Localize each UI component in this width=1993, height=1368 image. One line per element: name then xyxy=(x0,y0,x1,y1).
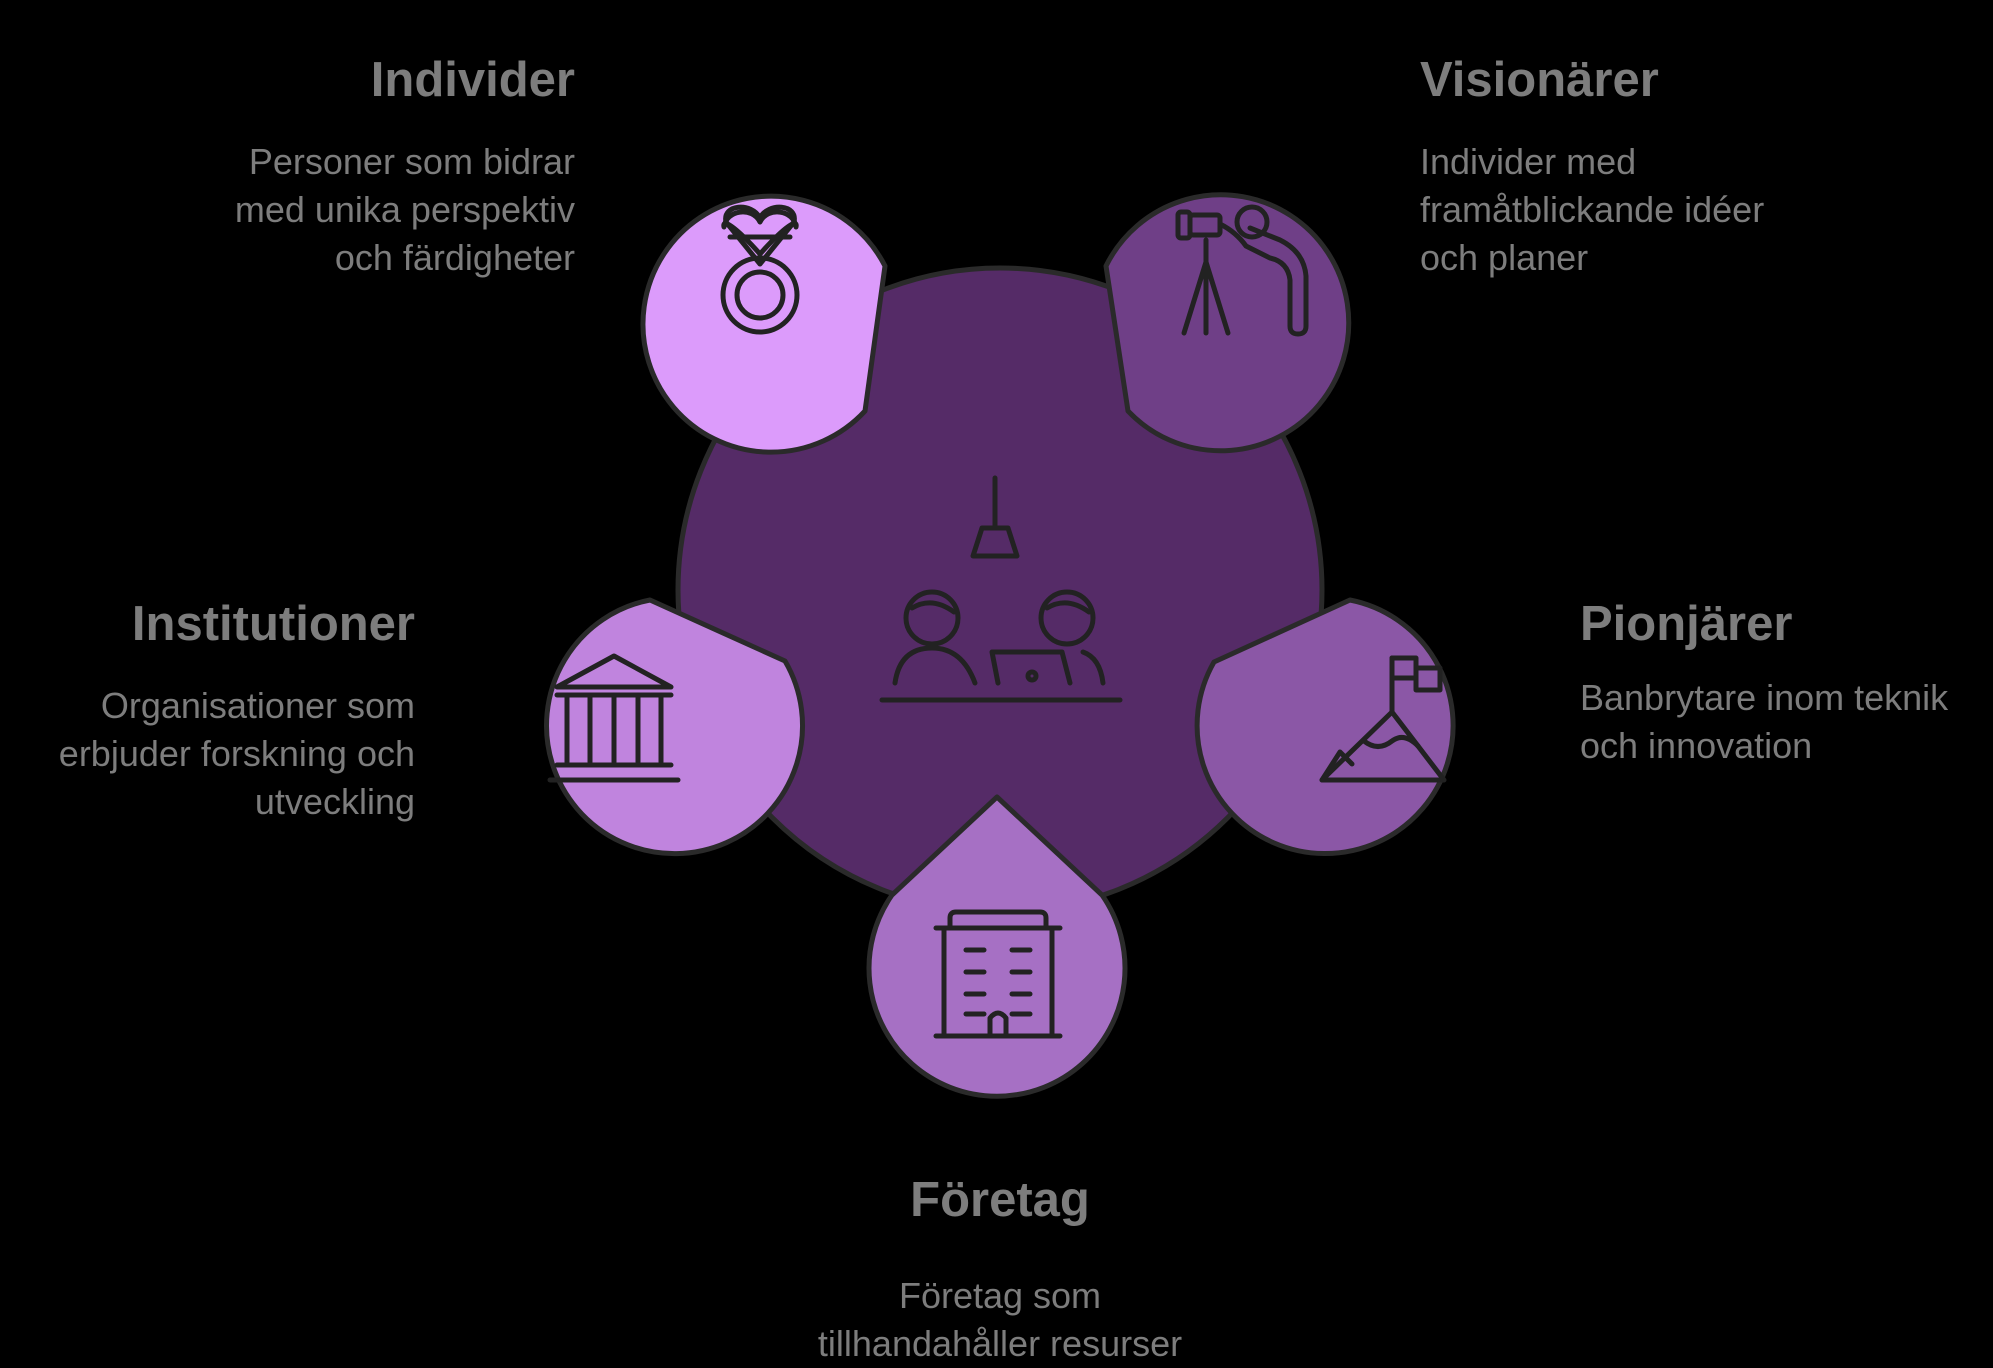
mountain-flag-icon xyxy=(1319,655,1447,783)
individer-title: Individer xyxy=(370,53,575,107)
office-building-icon xyxy=(933,909,1063,1039)
institution-building-icon xyxy=(547,653,681,783)
segment-individer-shape xyxy=(640,193,888,455)
segment-foretag-shape xyxy=(866,794,1128,1099)
label-pionjarer: Pionjärer Banbrytare inom teknik och inn… xyxy=(1580,594,1985,770)
foretag-description: Företag som tillhandahåller resurser xyxy=(817,1275,1183,1364)
visionarer-description: Individer med framåtblickande idéer och … xyxy=(1420,141,1765,278)
heart-ring-icon xyxy=(720,204,800,335)
label-visionarer: Visionärer Individer med framåtblickande… xyxy=(1420,50,1980,282)
pionjarer-description: Banbrytare inom teknik och innovation xyxy=(1580,677,1949,766)
pionjarer-title: Pionjärer xyxy=(1580,597,1793,651)
institutioner-description: Organisationer som erbjuder forskning oc… xyxy=(58,685,415,822)
label-foretag: Företag Företag som tillhandahåller resu… xyxy=(730,1170,1270,1368)
telescope-person-icon xyxy=(1175,204,1309,337)
segment-institutioner-shape xyxy=(544,597,805,857)
label-institutioner: Institutioner Organisationer som erbjude… xyxy=(15,594,415,826)
institutioner-title: Institutioner xyxy=(131,597,415,651)
foretag-title: Företag xyxy=(910,1173,1090,1227)
team-meeting-icon xyxy=(879,475,1123,703)
label-individer: Individer Personer som bidrar med unika … xyxy=(15,50,575,282)
segment-pionjarer-shape xyxy=(1194,597,1456,857)
visionarer-title: Visionärer xyxy=(1420,53,1659,107)
individer-description: Personer som bidrar med unika perspektiv… xyxy=(234,141,575,278)
